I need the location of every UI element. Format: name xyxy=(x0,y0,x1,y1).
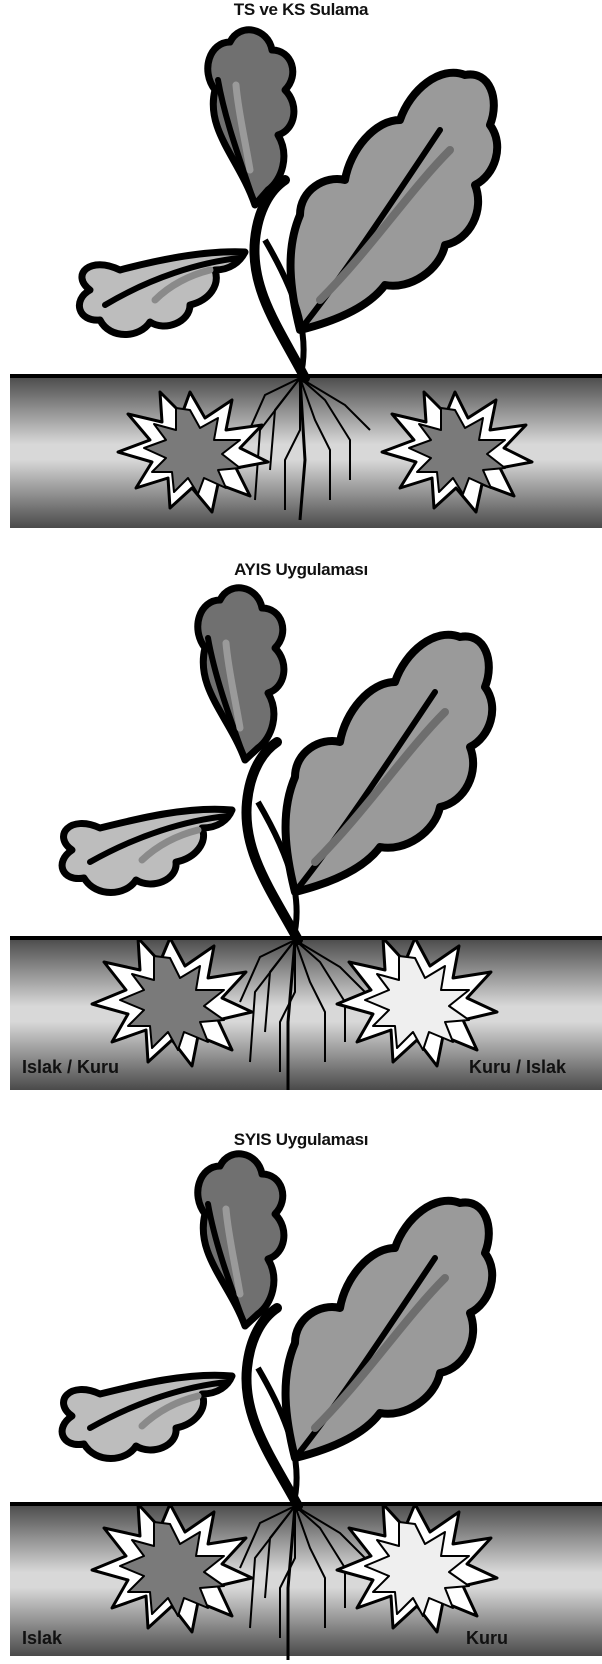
plant-soil-diagram xyxy=(0,1130,602,1664)
left-zone-label: Islak / Kuru xyxy=(22,1057,119,1078)
panel-ts-ks: TS ve KS Sulama xyxy=(0,0,602,532)
right-zone-label: Kuru xyxy=(466,1628,508,1649)
right-zone-label: Kuru / Islak xyxy=(469,1057,566,1078)
plant-icon xyxy=(79,30,497,378)
panel-syis: SYIS Uygulaması xyxy=(0,1130,602,1664)
panel-ayis: AYIS Uygulaması xyxy=(0,560,602,1100)
plant-soil-diagram xyxy=(0,0,602,532)
soil-band xyxy=(10,1504,602,1656)
plant-icon xyxy=(62,588,492,940)
plant-icon xyxy=(62,1154,492,1506)
left-zone-label: Islak xyxy=(22,1628,62,1649)
plant-soil-diagram xyxy=(0,560,602,1100)
